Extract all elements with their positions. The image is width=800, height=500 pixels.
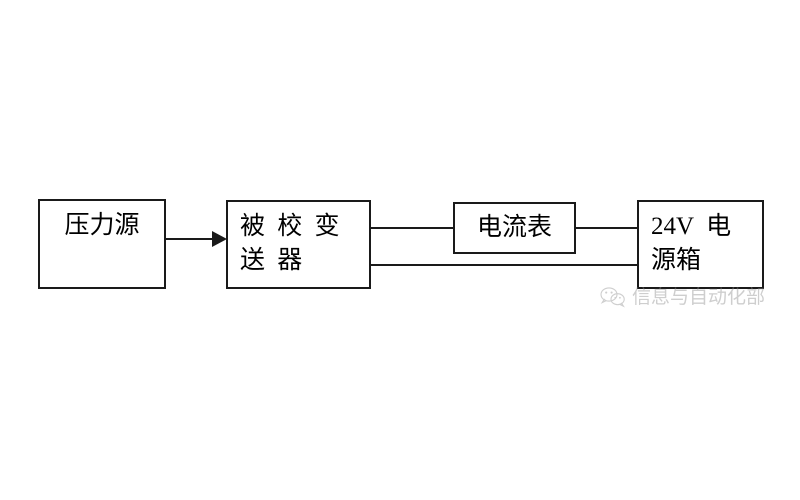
block-pressure-source: 压力源: [38, 199, 166, 289]
connector-transmitter-to-power-supply-return: [371, 264, 637, 266]
connector-ammeter-to-power-supply: [576, 227, 637, 229]
block-power-supply-label: 24V 电 源箱: [651, 213, 732, 274]
watermark: 信息与自动化部: [600, 286, 765, 308]
block-pressure-source-label: 压力源: [64, 212, 140, 239]
block-transmitter-label: 被 校 变 送 器: [240, 213, 352, 274]
watermark-text: 信息与自动化部: [632, 286, 766, 308]
connector-source-to-transmitter: [166, 238, 214, 240]
block-ammeter: 电流表: [453, 202, 576, 254]
block-ammeter-label: 电流表: [476, 214, 552, 241]
block-transmitter: 被 校 变 送 器: [226, 200, 371, 289]
block-power-supply: 24V 电 源箱: [637, 200, 764, 289]
wechat-logo-icon: [600, 287, 625, 308]
connector-transmitter-to-ammeter: [371, 227, 453, 229]
arrowhead-icon: [212, 231, 227, 247]
